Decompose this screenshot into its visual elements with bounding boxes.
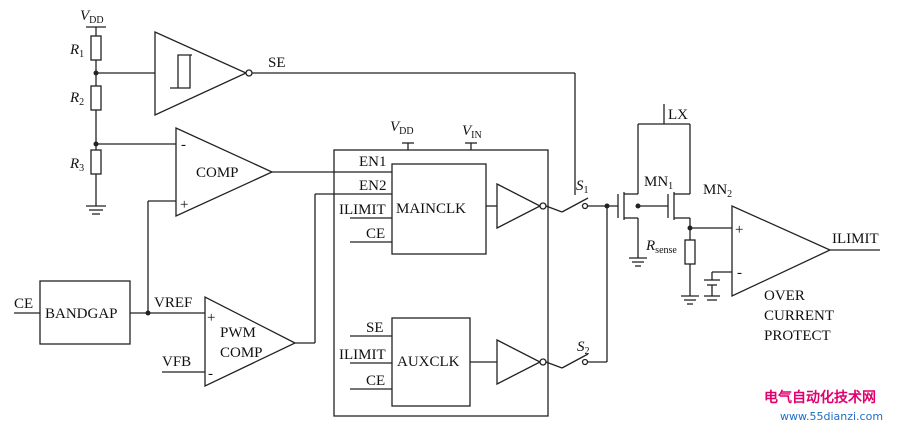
watermark-title: 电气自动化技术网 xyxy=(764,389,876,406)
mn1-label: MN1 xyxy=(644,174,673,192)
mainclk-block xyxy=(391,163,487,255)
mainclk-label: MAINCLK xyxy=(396,201,466,217)
pwm-minus-label: - xyxy=(208,366,213,382)
auxclk-label: AUXCLK xyxy=(397,354,460,370)
ocp-label-line1: OVER xyxy=(764,288,805,304)
pwm-comparator xyxy=(204,295,297,388)
vfb-label: VFB xyxy=(162,354,191,370)
se-label: SE xyxy=(268,55,286,71)
r2-label: R2 xyxy=(69,90,84,108)
resistor-r2 xyxy=(90,85,102,111)
en1-label: EN1 xyxy=(359,154,387,170)
ocp-comparator xyxy=(731,204,832,298)
switch-s2 xyxy=(561,353,589,369)
r1-label: R1 xyxy=(69,42,84,60)
comp-label: COMP xyxy=(196,165,239,181)
resistor-r3 xyxy=(90,149,102,175)
mosfet-mn2 xyxy=(638,192,691,228)
resistor-rsense xyxy=(684,239,696,265)
ocp-minus-label: - xyxy=(737,265,742,281)
comp-comparator xyxy=(175,126,274,218)
ilimit-main-label: ILIMIT xyxy=(339,202,386,218)
mosfet-mn1 xyxy=(617,124,639,258)
r3-label: R3 xyxy=(69,156,84,174)
s2-label: S2 xyxy=(577,339,590,357)
ilimit-aux-label: ILIMIT xyxy=(339,347,386,363)
ground-icon xyxy=(86,205,106,215)
ce-left-label: CE xyxy=(14,296,33,312)
bandgap-label: BANDGAP xyxy=(45,306,118,322)
control-block xyxy=(333,149,549,417)
vdd-box-label: VDD xyxy=(390,119,414,137)
comp-minus-label: - xyxy=(181,137,186,153)
ocp-plus-label: + xyxy=(735,222,743,238)
en2-label: EN2 xyxy=(359,178,387,194)
s1-label: S1 xyxy=(576,178,589,196)
pwm-label-line2: COMP xyxy=(220,345,263,361)
watermark-url: www.55dianzi.com xyxy=(780,410,883,423)
ocp-label-line2: CURRENT xyxy=(764,308,834,324)
vin-label: VIN xyxy=(462,123,482,141)
auxclk-block xyxy=(391,317,471,407)
lx-label: LX xyxy=(668,107,688,123)
bandgap-block xyxy=(39,280,131,345)
pwm-label-line1: PWM xyxy=(220,325,256,341)
comp-plus-label: + xyxy=(180,197,188,213)
ground-icon xyxy=(629,257,647,267)
switch-s1 xyxy=(561,197,589,213)
pwm-plus-label: + xyxy=(207,310,215,326)
vdd-top-label: VDD xyxy=(80,8,104,26)
main-buffer xyxy=(496,182,542,230)
ce-aux-label: CE xyxy=(366,373,385,389)
rsense-label: Rsense xyxy=(645,238,677,256)
hysteresis-icon xyxy=(170,54,192,89)
se-aux-label: SE xyxy=(366,320,384,336)
mn2-label: MN2 xyxy=(703,182,732,200)
ground-icon xyxy=(681,295,699,305)
ce-main-label: CE xyxy=(366,226,385,242)
ilimit-out-label: ILIMIT xyxy=(832,231,879,247)
resistor-divider xyxy=(86,26,106,215)
ocp-label-line3: PROTECT xyxy=(764,328,831,344)
schmitt-trigger xyxy=(154,30,248,117)
vref-label: VREF xyxy=(154,295,192,311)
voltage-source-icon xyxy=(704,279,720,301)
resistor-r1 xyxy=(90,35,102,61)
aux-buffer xyxy=(496,338,542,386)
